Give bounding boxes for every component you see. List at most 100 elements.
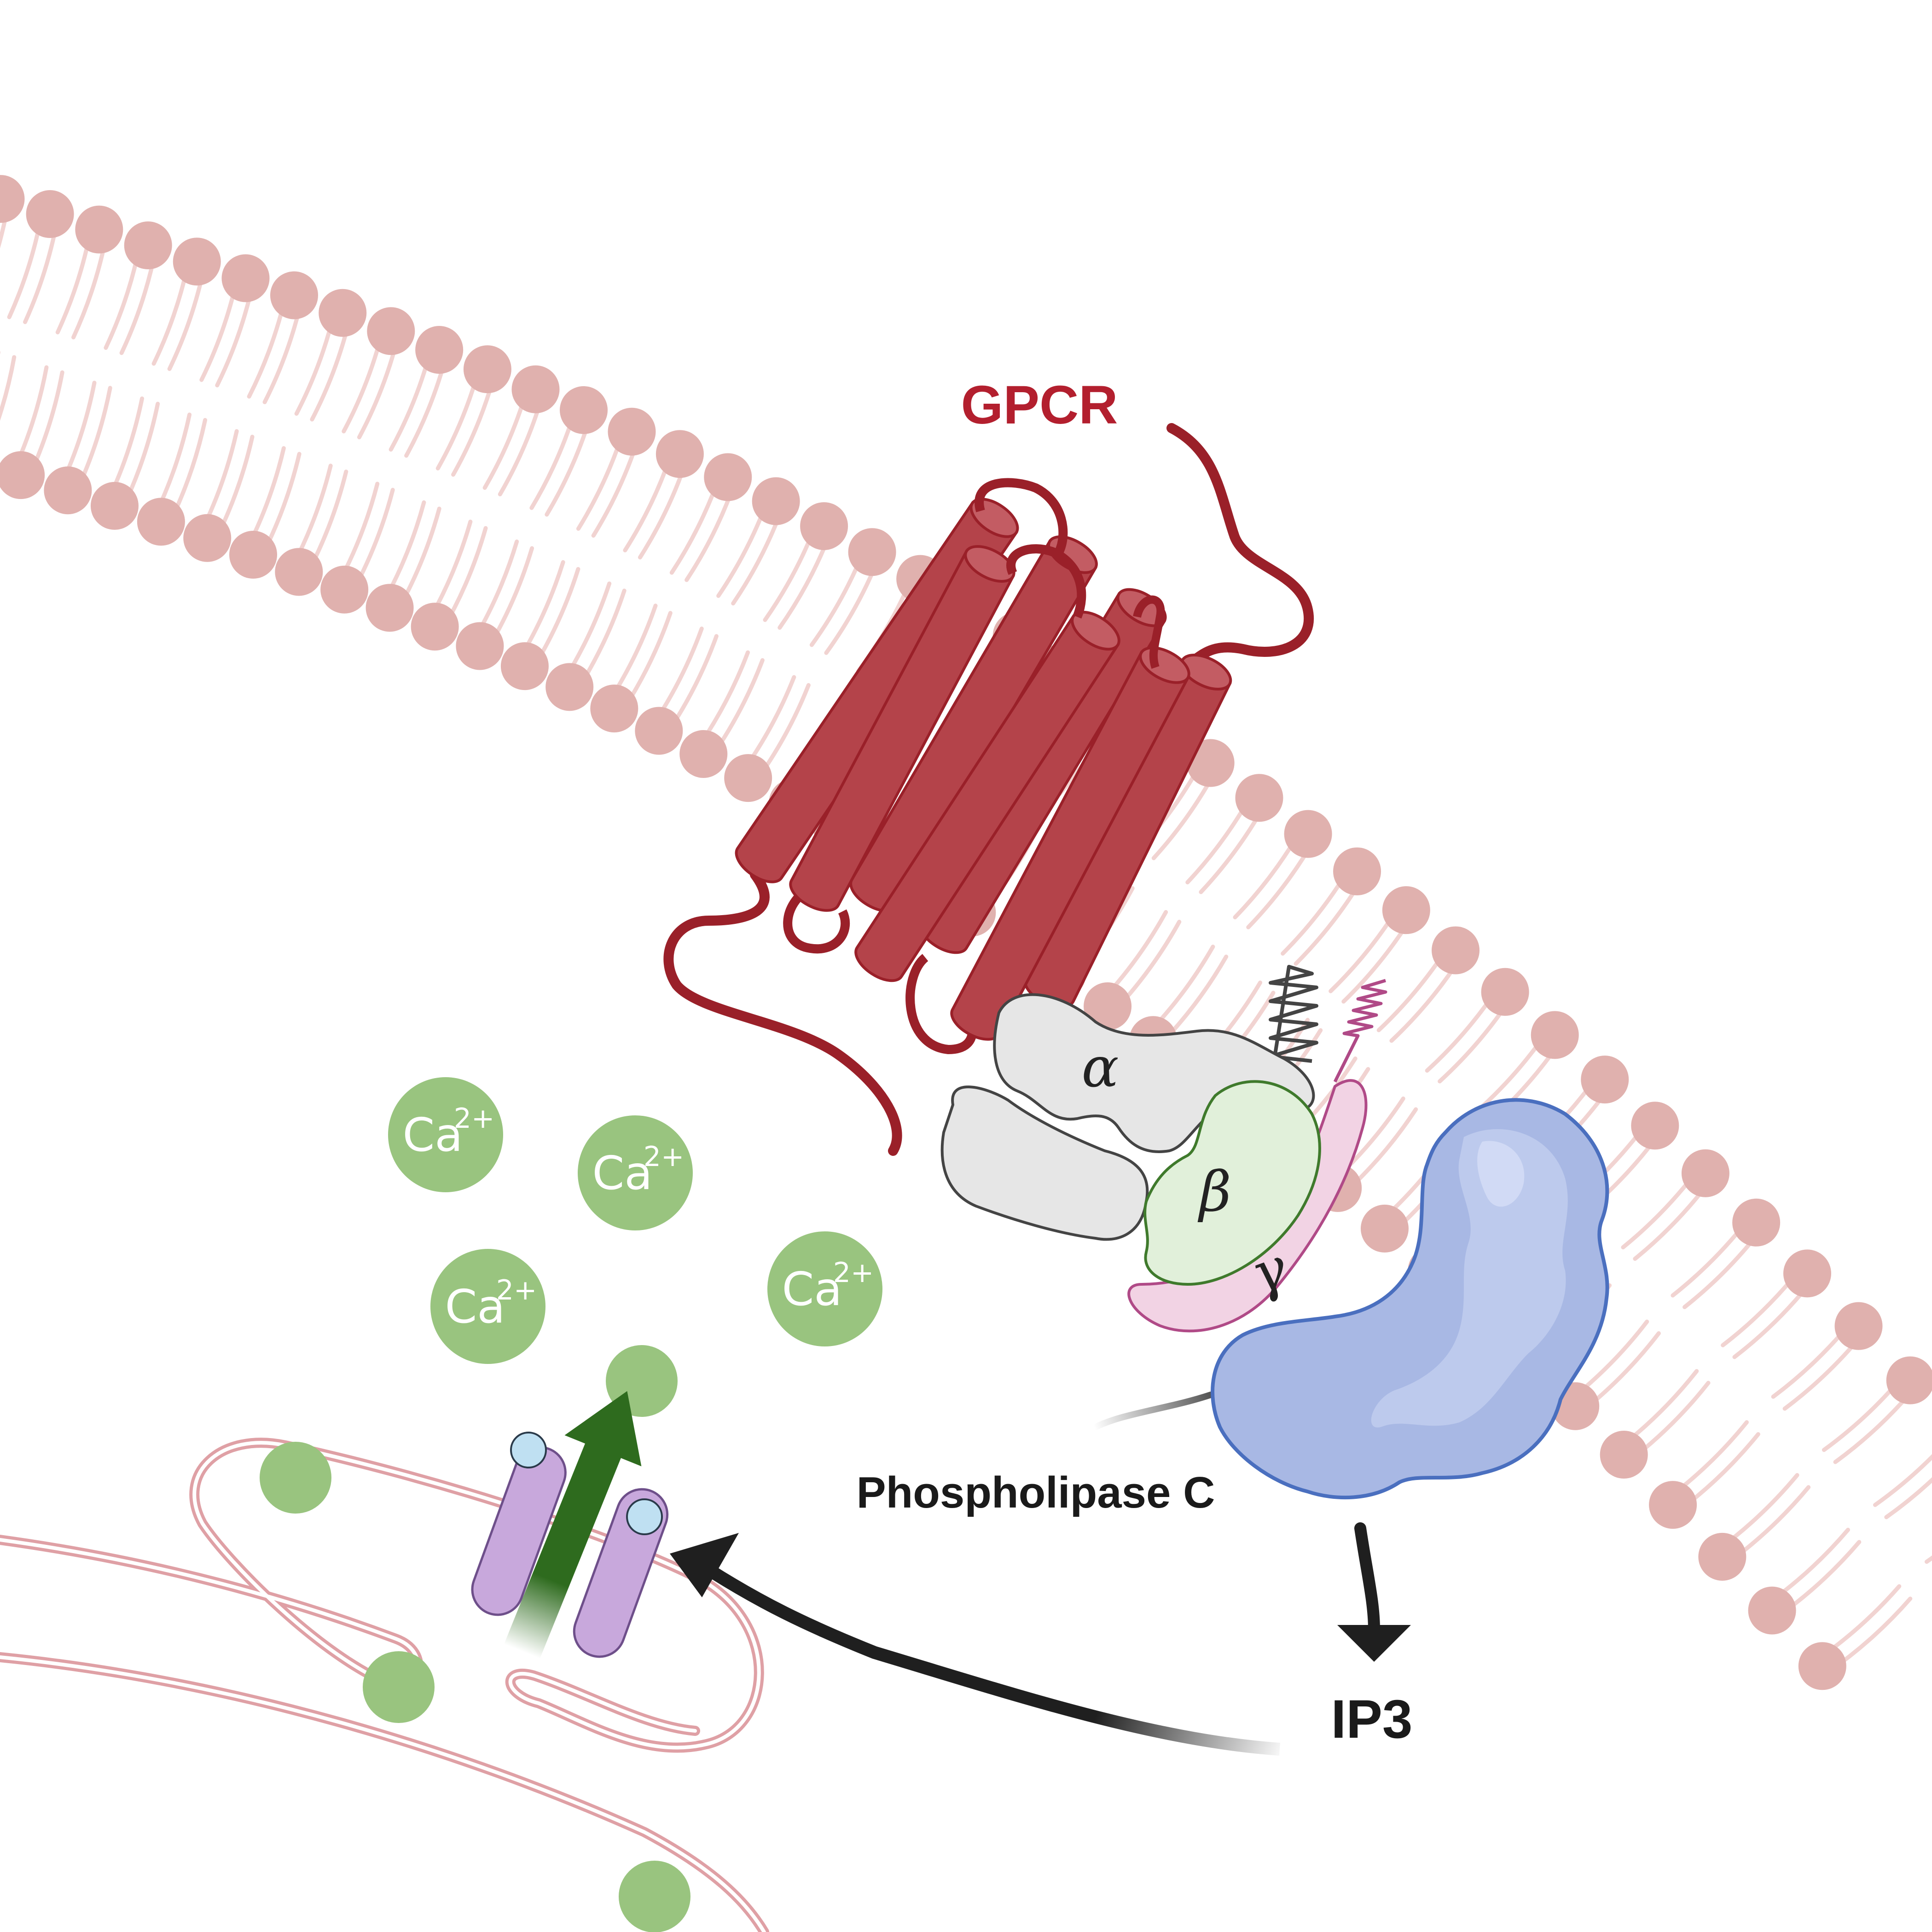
- lipid-tail: [1924, 1555, 1932, 1564]
- lipid-tail: [1884, 1477, 1932, 1520]
- lipid-head: [1432, 926, 1480, 975]
- lipid-head: [1748, 1586, 1796, 1635]
- ip3-to-receptor-arrow: [670, 1533, 1281, 1756]
- lipid-head: [1284, 810, 1332, 858]
- lipid-head: [1649, 1481, 1697, 1529]
- g-beta-subunit: [1143, 1080, 1321, 1286]
- gpcr-helix: [789, 545, 1015, 912]
- ip3-receptor-channel: [471, 1391, 669, 1659]
- lipid-head: [0, 451, 45, 499]
- calcium-ion: Ca 2+: [388, 1077, 503, 1192]
- lipid-head: [137, 498, 185, 546]
- plc-anchor: [1092, 1392, 1214, 1430]
- lipid-head: [1360, 1204, 1409, 1253]
- lipid-head: [635, 707, 683, 755]
- lipid-tail: [1873, 1454, 1932, 1507]
- lipid-head: [411, 603, 459, 651]
- lipid-head: [1382, 886, 1430, 934]
- lipid-head: [1732, 1198, 1781, 1247]
- calcium-charge: 2+: [644, 1141, 684, 1173]
- lipid-anchor-alpha: [1269, 965, 1318, 1063]
- calcium-label: Ca: [782, 1262, 842, 1316]
- beta-label: β: [1197, 1160, 1231, 1224]
- calcium-label: Ca: [592, 1146, 652, 1200]
- lipid-head: [1235, 774, 1283, 822]
- lipid-head: [656, 430, 704, 478]
- calcium-ion-small: [363, 1651, 435, 1723]
- lipid-head: [1186, 739, 1235, 787]
- calcium-label: Ca: [402, 1108, 463, 1162]
- gpcr-intracellular-loop: [783, 884, 850, 954]
- calcium-flux-arrow: [504, 1391, 642, 1659]
- g-protein: γ α β: [940, 965, 1387, 1333]
- lipid-head: [560, 386, 608, 434]
- lipid-head: [608, 407, 656, 456]
- calcium-ion-group: Ca 2+ Ca 2+ Ca 2+ Ca 2+: [260, 1077, 882, 1932]
- lipid-head: [463, 345, 511, 394]
- calcium-ion: Ca 2+: [578, 1115, 693, 1230]
- calcium-charge: 2+: [496, 1274, 537, 1306]
- lipid-head: [500, 642, 549, 690]
- lipid-head: [26, 190, 74, 238]
- lipid-head: [124, 221, 172, 270]
- gpcr-helix: [854, 610, 1120, 982]
- lipid-head: [1481, 968, 1529, 1016]
- lipid-head: [590, 685, 638, 733]
- lipid-head: [0, 175, 25, 223]
- lipid-head: [800, 502, 848, 550]
- ip3-label: IP3: [1331, 1689, 1412, 1750]
- channel-cap: [510, 1432, 547, 1468]
- lipid-head: [1798, 1642, 1846, 1690]
- gpcr-extracellular-loop: [975, 478, 1068, 555]
- calcium-ion: Ca 2+: [430, 1249, 545, 1364]
- alpha-label: α: [1081, 1036, 1119, 1100]
- lipid-head: [319, 289, 367, 337]
- lipid-head: [679, 730, 728, 778]
- calcium-charge: 2+: [454, 1102, 494, 1135]
- lipid-head: [545, 663, 594, 711]
- lipid-anchor-gamma: [1333, 979, 1387, 1083]
- lipid-head: [221, 254, 270, 302]
- calcium-ion-small: [260, 1442, 331, 1514]
- lipid-head: [1783, 1249, 1831, 1298]
- lipid-tail: [0, 355, 17, 421]
- phospholipase-c: [1211, 1098, 1609, 1500]
- lipid-head: [415, 326, 464, 374]
- lipid-head: [1886, 1356, 1932, 1404]
- lipid-head: [848, 528, 896, 576]
- phospholipase-c-label: Phospholipase C: [857, 1468, 1215, 1517]
- lipid-head: [90, 482, 139, 530]
- lipid-head: [724, 754, 772, 802]
- gpcr-c-terminus: [663, 870, 902, 1156]
- channel-subunit: [471, 1446, 567, 1616]
- lipid-head: [229, 531, 278, 579]
- lipid-head: [1333, 847, 1381, 895]
- lipid-head: [456, 622, 504, 670]
- lipid-head: [511, 365, 560, 413]
- lipid-head: [752, 477, 800, 525]
- gpcr-label: GPCR: [961, 375, 1118, 435]
- lipid-head: [367, 307, 415, 355]
- lipid-head: [173, 238, 221, 286]
- lipid-head: [75, 205, 123, 254]
- lipid-head: [366, 584, 414, 632]
- ip3-production-arrow: [1337, 1522, 1411, 1662]
- calcium-charge: 2+: [833, 1257, 874, 1289]
- lipid-head: [1631, 1102, 1679, 1150]
- lipid-head: [1834, 1302, 1883, 1350]
- gpcr-extracellular-loop: [1006, 544, 1086, 619]
- lipid-head: [183, 514, 232, 562]
- lipid-head: [1531, 1011, 1579, 1059]
- lipid-head: [1698, 1532, 1746, 1581]
- lipid-head: [1084, 982, 1132, 1031]
- calcium-label: Ca: [445, 1280, 505, 1334]
- calcium-ion-small: [619, 1861, 690, 1932]
- lipid-head: [44, 466, 92, 515]
- lipid-head: [320, 565, 369, 614]
- gpcr-n-terminus: [1164, 423, 1314, 673]
- lipid-head: [275, 548, 323, 596]
- calcium-ion: Ca 2+: [767, 1231, 882, 1346]
- lipid-head: [270, 271, 318, 319]
- lipid-head: [1600, 1431, 1648, 1479]
- lipid-head: [704, 453, 752, 501]
